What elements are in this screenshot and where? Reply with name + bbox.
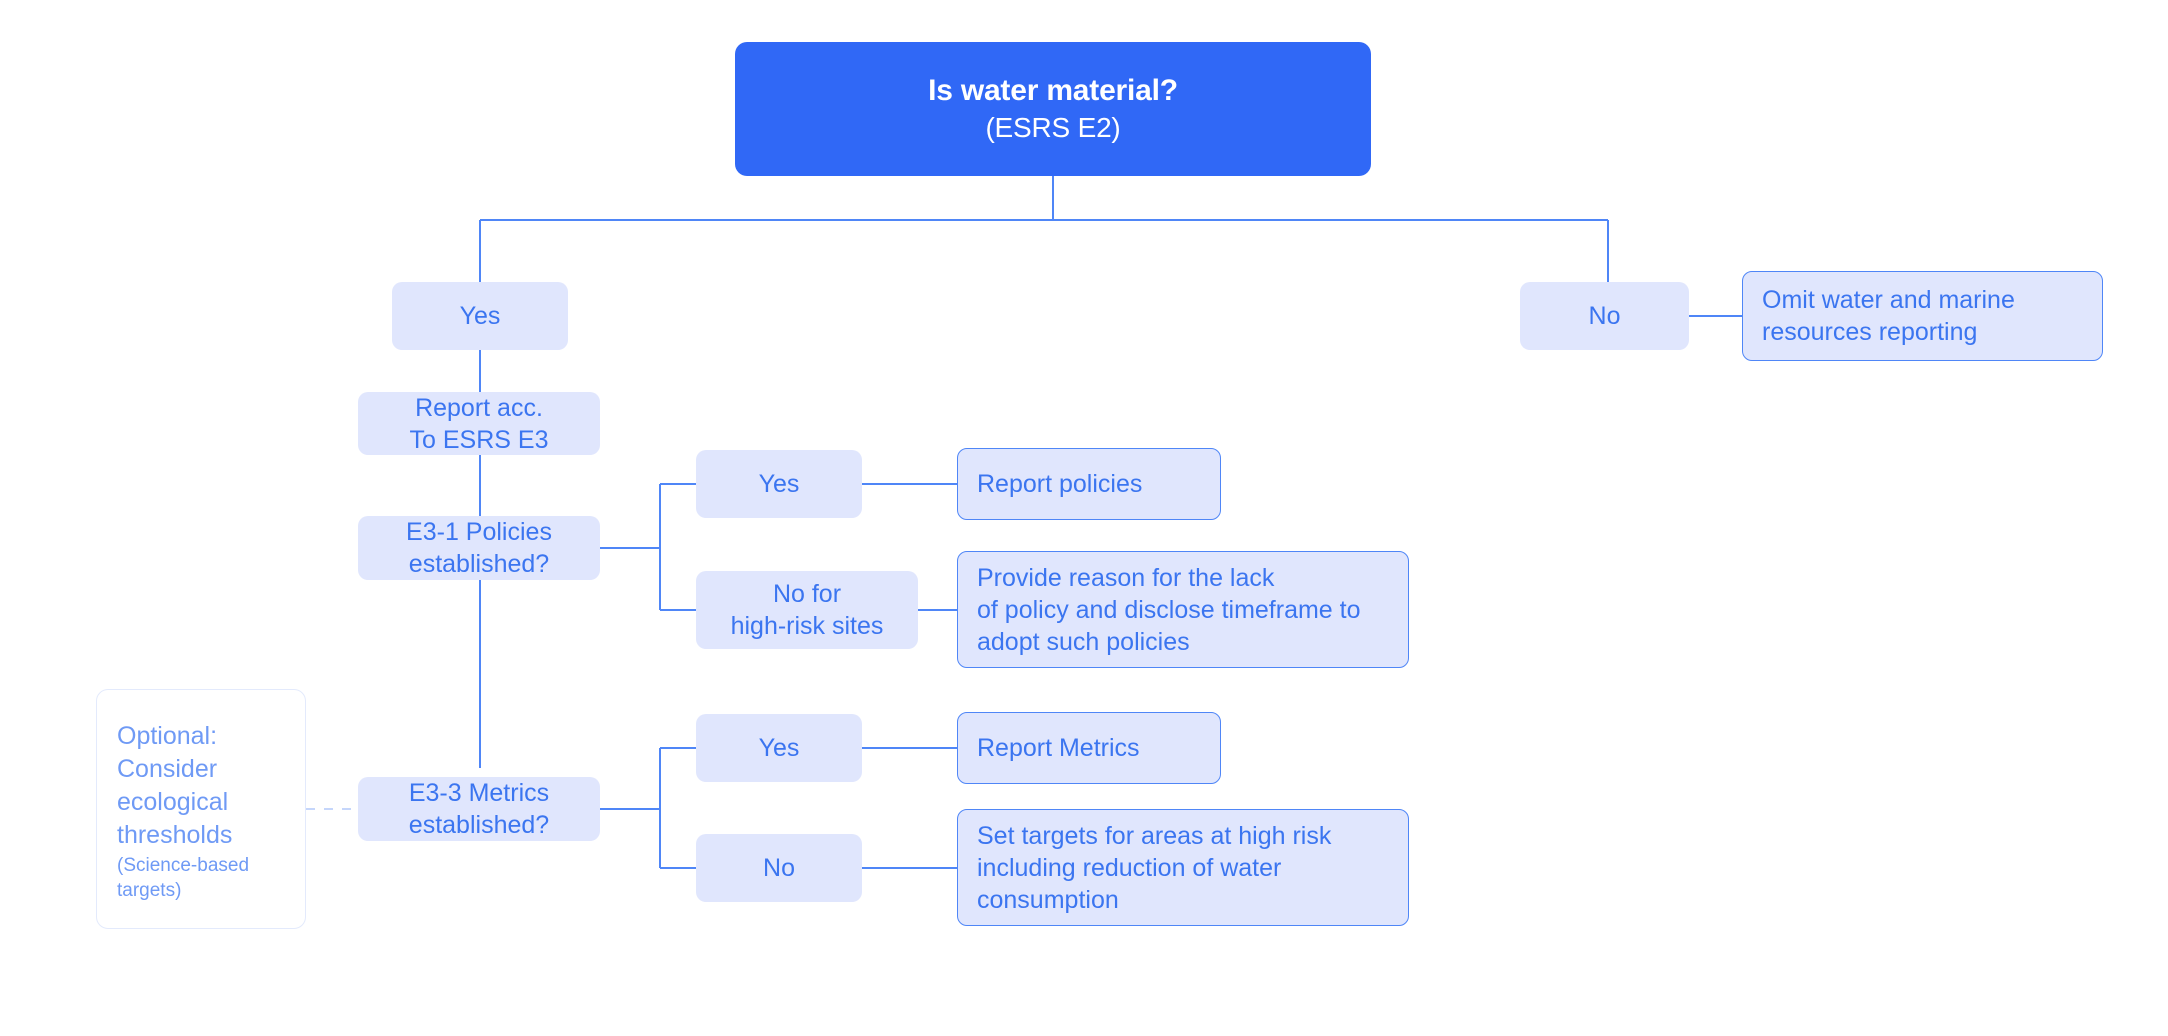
root-title: Is water material? bbox=[928, 73, 1178, 107]
node-omit-reporting[interactable]: Omit water and marine resources reportin… bbox=[1742, 271, 2103, 361]
node-metrics-no[interactable]: No bbox=[696, 834, 862, 902]
node-label: No for high-risk sites bbox=[730, 580, 884, 640]
node-report-acc-esrs-e3[interactable]: Report acc. To ESRS E3 bbox=[358, 392, 600, 455]
node-label: Omit water and marine resources reportin… bbox=[1762, 286, 2015, 346]
node-label: Yes bbox=[459, 302, 501, 330]
node-e3-1-policies-established[interactable]: E3-1 Policies established? bbox=[358, 516, 600, 580]
node-label: E3-3 Metrics established? bbox=[408, 779, 550, 839]
node-label: Report Metrics bbox=[977, 734, 1140, 762]
node-yes-material[interactable]: Yes bbox=[392, 282, 568, 350]
node-report-policies[interactable]: Report policies bbox=[957, 448, 1221, 520]
node-set-targets[interactable]: Set targets for areas at high risk inclu… bbox=[957, 809, 1409, 926]
node-label: Provide reason for the lack of policy an… bbox=[977, 563, 1361, 656]
node-label: Report acc. To ESRS E3 bbox=[409, 393, 549, 454]
root-subtitle: (ESRS E2) bbox=[985, 112, 1121, 144]
optional-note-main: Optional: Consider ecological thresholds bbox=[117, 722, 233, 849]
node-optional-ecological-thresholds[interactable]: Optional: Consider ecological thresholds… bbox=[96, 689, 306, 929]
node-no-material[interactable]: No bbox=[1520, 282, 1689, 350]
node-label: Yes bbox=[758, 734, 800, 762]
node-policies-yes[interactable]: Yes bbox=[696, 450, 862, 518]
node-label: Yes bbox=[758, 470, 800, 498]
node-policies-no-high-risk[interactable]: No for high-risk sites bbox=[696, 571, 918, 649]
optional-note-sub: (Science-based targets) bbox=[117, 855, 250, 901]
node-label: Report policies bbox=[977, 470, 1143, 498]
node-label: E3-1 Policies established? bbox=[406, 518, 552, 578]
node-is-water-material[interactable]: Is water material? (ESRS E2) bbox=[735, 42, 1371, 176]
node-label: No bbox=[763, 854, 795, 882]
node-provide-reason[interactable]: Provide reason for the lack of policy an… bbox=[957, 551, 1409, 668]
node-metrics-yes[interactable]: Yes bbox=[696, 714, 862, 782]
node-label: No bbox=[1588, 302, 1621, 330]
node-report-metrics[interactable]: Report Metrics bbox=[957, 712, 1221, 784]
node-e3-3-metrics-established[interactable]: E3-3 Metrics established? bbox=[358, 777, 600, 841]
node-label: Set targets for areas at high risk inclu… bbox=[977, 821, 1332, 914]
